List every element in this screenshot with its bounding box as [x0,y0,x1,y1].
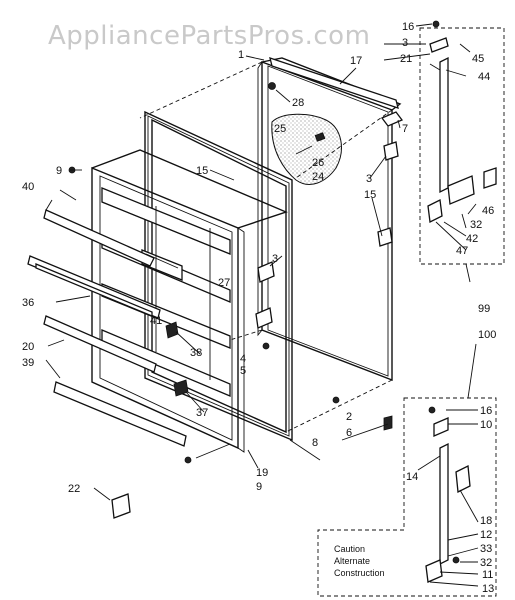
callout-26: 26 [312,157,324,169]
callout-40: 40 [22,181,34,193]
insulation-patch [271,113,342,185]
detail-box-99 [419,27,505,265]
callout-99: 99 [478,303,490,315]
callout-21: 21 [400,53,412,65]
callout-6: 6 [346,427,352,439]
callout-20: 20 [22,341,34,353]
screw-6 [383,415,393,431]
hinge-assembly-99 [427,20,497,223]
callout-9-bottom: 9 [256,481,262,493]
callout-24: 24 [312,171,324,183]
shelf-bar-36-b [35,263,153,317]
callout-46: 46 [482,205,494,217]
screw-5 [262,342,270,350]
callout-14: 14 [406,471,418,483]
callout-25: 25 [274,123,286,135]
shelf-bar-20 [43,315,157,373]
callout-36: 36 [22,297,34,309]
callout-13: 13 [482,583,494,595]
detail-box-100 [317,397,497,597]
watermark-text: AppliancePartsPros.com [48,21,370,51]
hinge-bracket-7 [380,111,404,127]
callout-3-lower: 3 [272,253,278,265]
screw-2 [332,396,340,404]
caution-line-2: Alternate [334,556,370,566]
shelf-bar-40 [43,209,155,267]
outer-door-panel [257,57,402,382]
callout-4: 4 [240,353,246,365]
callout-15-left: 15 [196,165,208,177]
callout-2: 2 [346,411,352,423]
callout-44: 44 [478,71,490,83]
callout-5: 5 [240,365,246,377]
callout-7: 7 [402,123,408,135]
callout-100: 100 [478,329,496,341]
hinge-pin-3 [257,261,275,283]
callout-33: 33 [480,543,492,555]
callout-8: 8 [312,437,318,449]
callout-45: 45 [472,53,484,65]
callout-38: 38 [190,347,202,359]
callout-11: 11 [482,569,493,581]
part-38 [165,321,179,339]
door-gasket [144,110,293,442]
callout-42: 42 [466,233,478,245]
callout-9-top: 9 [56,165,62,177]
hinge-pin-4 [255,307,273,329]
callout-18: 18 [480,515,492,527]
shelf-bar-39 [53,381,187,447]
callout-15-right: 15 [364,189,376,201]
part-37 [173,379,189,397]
hinge-block-lower [377,227,393,247]
callout-3-mid: 3 [366,173,372,185]
callout-27: 27 [218,277,230,289]
callout-28: 28 [292,97,304,109]
callout-3: 3 [402,37,408,49]
callout-1: 1 [238,49,244,61]
callout-16: 16 [402,21,414,33]
hinge-assembly-100 [425,406,471,583]
callout-16-alt: 16 [480,405,492,417]
caution-line-3: Construction [334,568,385,578]
callout-47: 47 [456,245,468,257]
callout-12: 12 [480,529,492,541]
callout-10: 10 [480,419,492,431]
leader-lines [45,23,479,587]
top-trim-strip [269,57,399,109]
caution-note: Caution Alternate Construction [334,544,385,578]
callout-22: 22 [68,483,80,495]
part-26 [314,132,326,142]
callout-41: 41 [150,315,162,327]
callout-17: 17 [350,55,362,67]
callout-labels: 16 3 21 45 44 1 17 28 7 25 26 24 9 15 3 … [22,21,496,595]
part-22 [111,493,131,519]
callout-39: 39 [22,357,34,369]
screw-28 [268,82,276,90]
hinge-block [383,141,399,161]
callout-32-top: 32 [470,219,482,231]
callout-19: 19 [256,467,268,479]
screw-9-bottom [184,456,192,464]
callout-37: 37 [196,407,208,419]
callout-32-bottom: 32 [480,557,492,569]
caution-line-1: Caution [334,544,365,554]
